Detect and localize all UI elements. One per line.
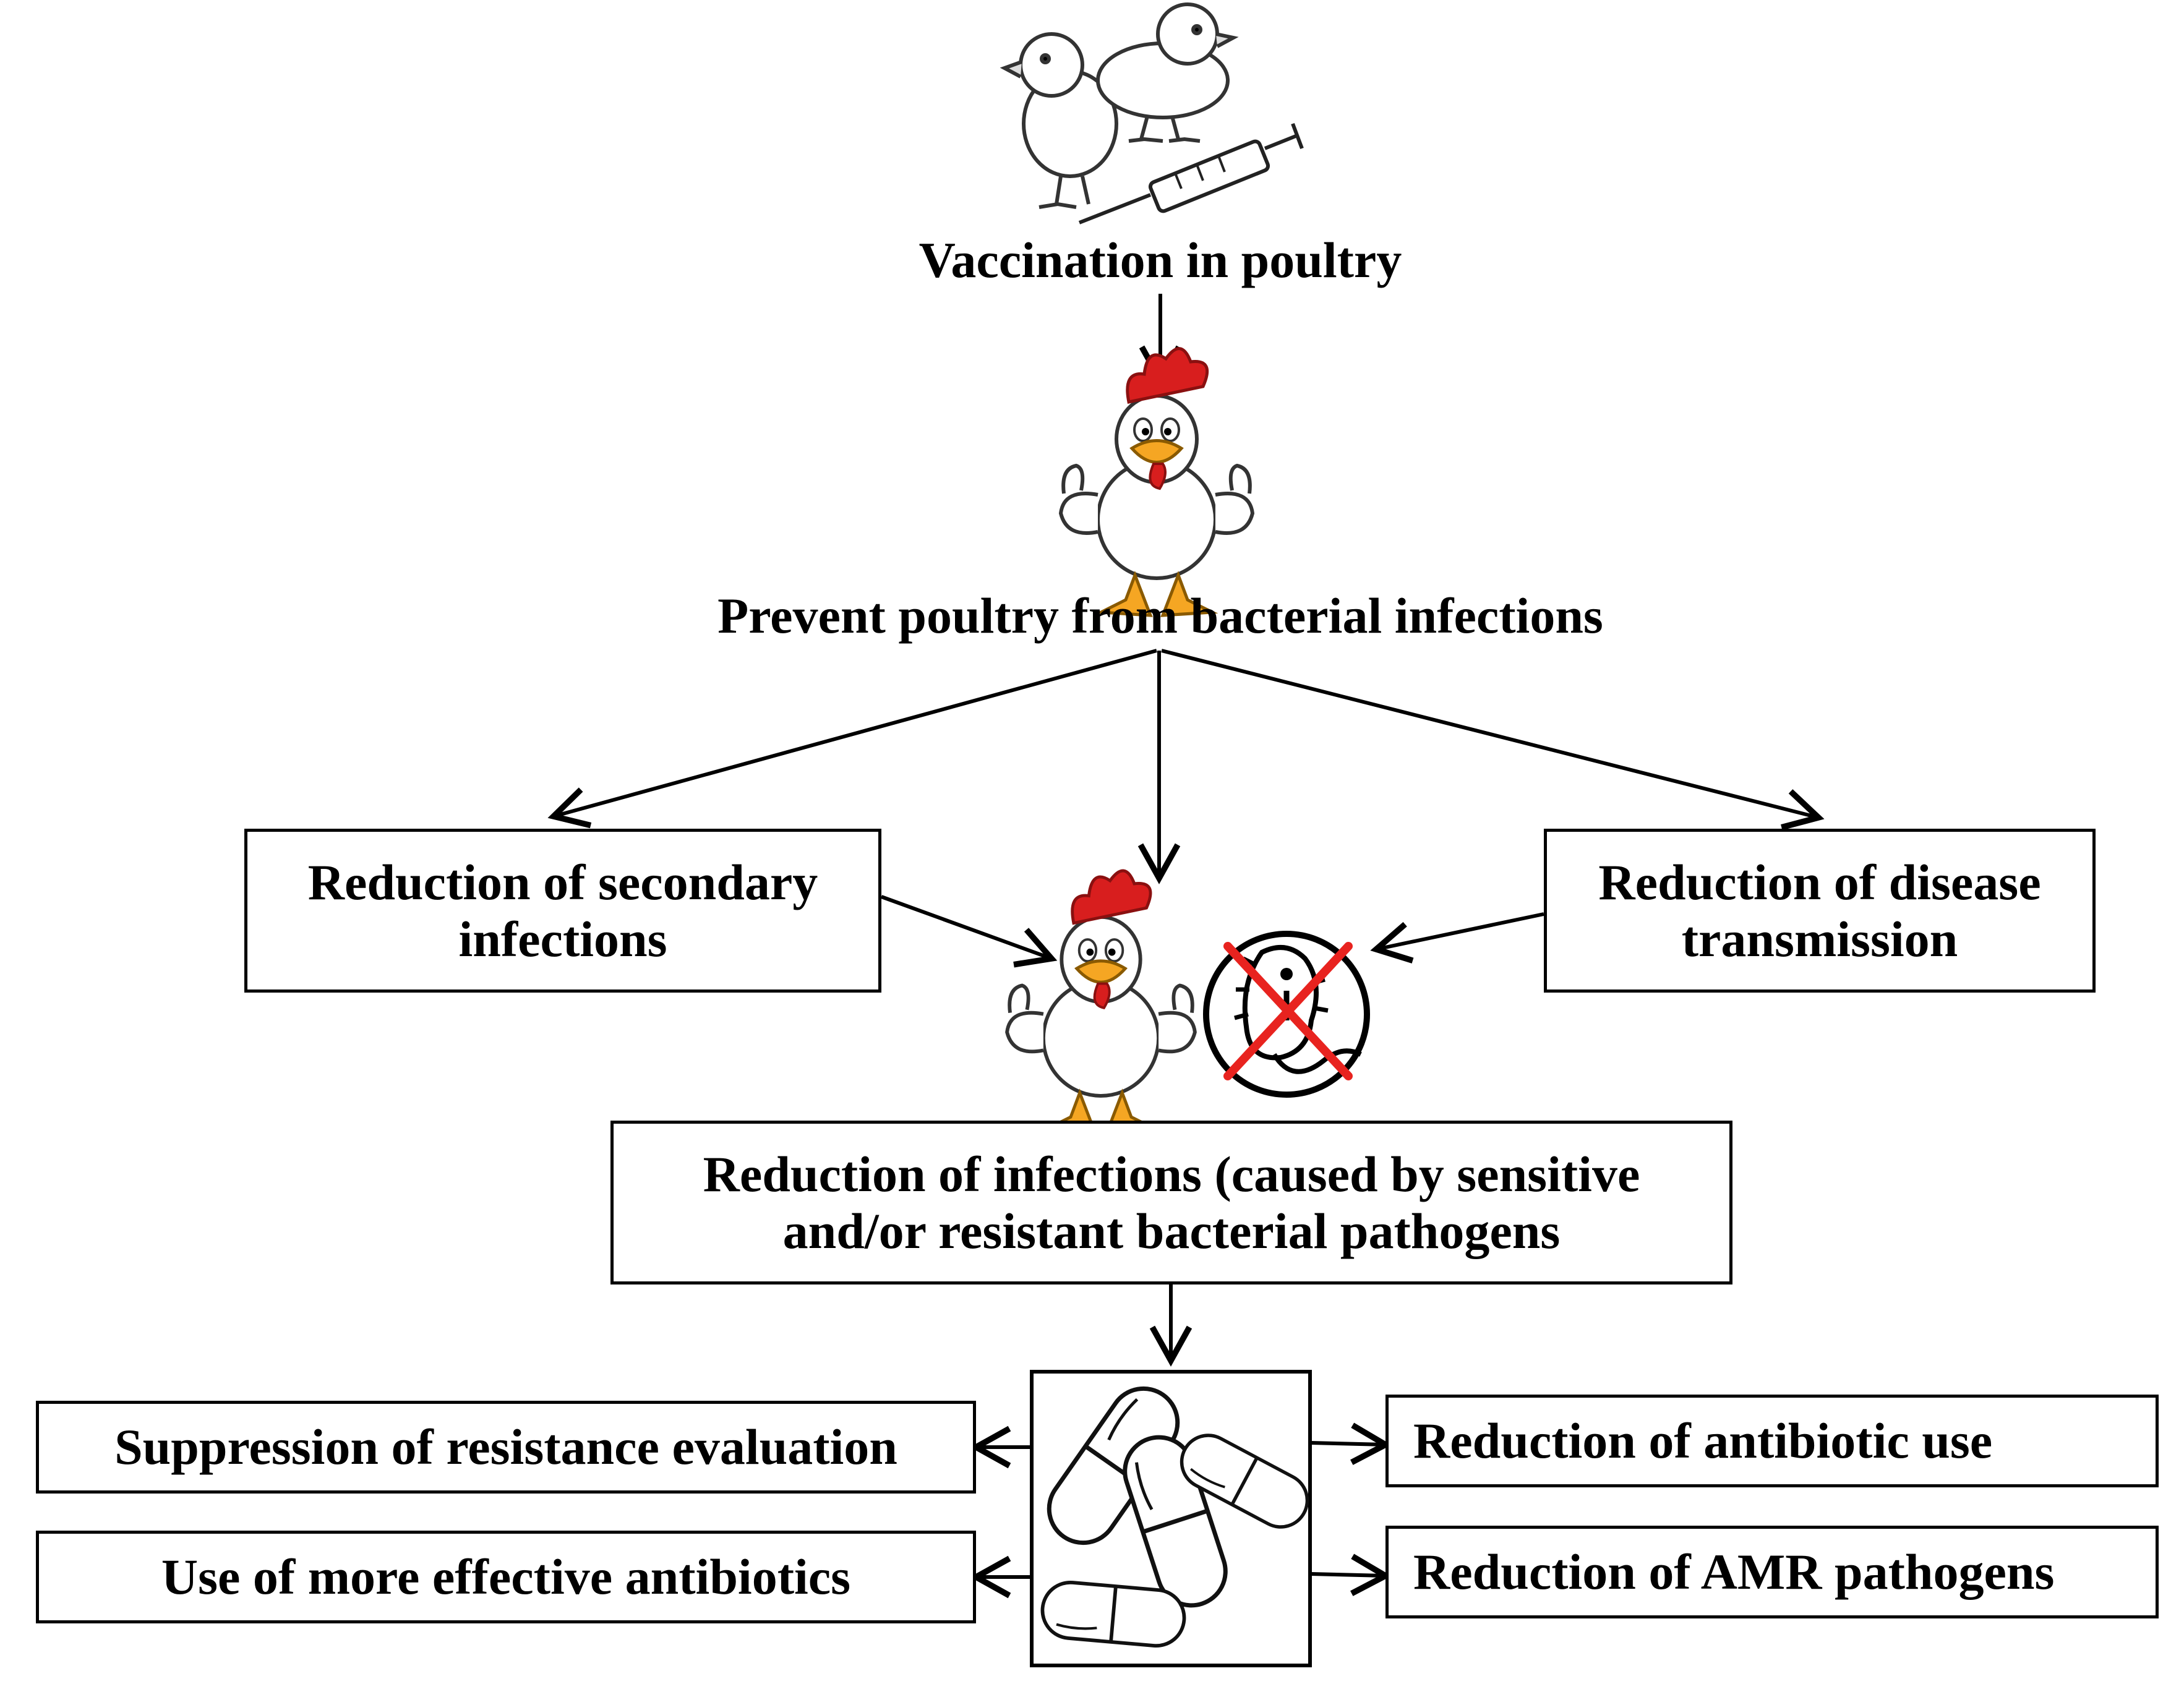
center-box-line-2: and/or resistant bacterial pathogens (782, 1202, 1561, 1259)
arrow-left-box-to-chicken (880, 895, 1058, 968)
chicks-sketch-icon (1000, 2, 1239, 209)
no-bacteria-icon (1203, 931, 1370, 1098)
outcome-amr: Reduction of AMR pathogens (1385, 1526, 2159, 1618)
outcome-effective-antibiotics-label: Use of more effective antibiotics (161, 1549, 851, 1605)
outcome-suppression: Suppression of resistance evaluation (36, 1401, 976, 1494)
center-box-line-1: Reduction of infections (caused by sensi… (703, 1145, 1640, 1202)
right-box: Reduction of disease transmission (1544, 829, 2096, 993)
happy-chicken-thumbs-up-icon (1007, 871, 1195, 1132)
center-box: Reduction of infections (caused by sensi… (610, 1121, 1732, 1284)
prevent-label: Prevent poultry from bacterial infection… (717, 588, 1603, 644)
outcome-effective-antibiotics: Use of more effective antibiotics (36, 1531, 976, 1623)
syringe-icon (1078, 122, 1304, 224)
outcome-suppression-label: Suppression of resistance evaluation (114, 1419, 897, 1476)
arrow-to-right-box (1161, 649, 1825, 831)
arrow-right-box-to-bacteria (1370, 912, 1544, 964)
arrow-to-left-box (547, 649, 1157, 829)
outcome-antibiotic-use-label: Reduction of antibiotic use (1413, 1413, 1993, 1469)
left-box-line-2: infections (458, 910, 667, 967)
left-box-line-1: Reduction of secondary (307, 853, 818, 910)
arrows (547, 294, 1825, 1599)
arrow-to-amr (1311, 1554, 1392, 1596)
happy-chicken-thumbs-up-icon (1061, 349, 1253, 615)
right-box-line-1: Reduction of disease (1598, 853, 2041, 910)
outcome-antibiotic-use: Reduction of antibiotic use (1385, 1395, 2159, 1487)
title: Vaccination in poultry (919, 232, 1402, 288)
arrow-to-antibiotic-use (1311, 1422, 1392, 1465)
right-box-line-2: transmission (1681, 910, 1958, 967)
outcome-amr-label: Reduction of AMR pathogens (1413, 1544, 2055, 1601)
left-box: Reduction of secondary infections (244, 829, 881, 993)
